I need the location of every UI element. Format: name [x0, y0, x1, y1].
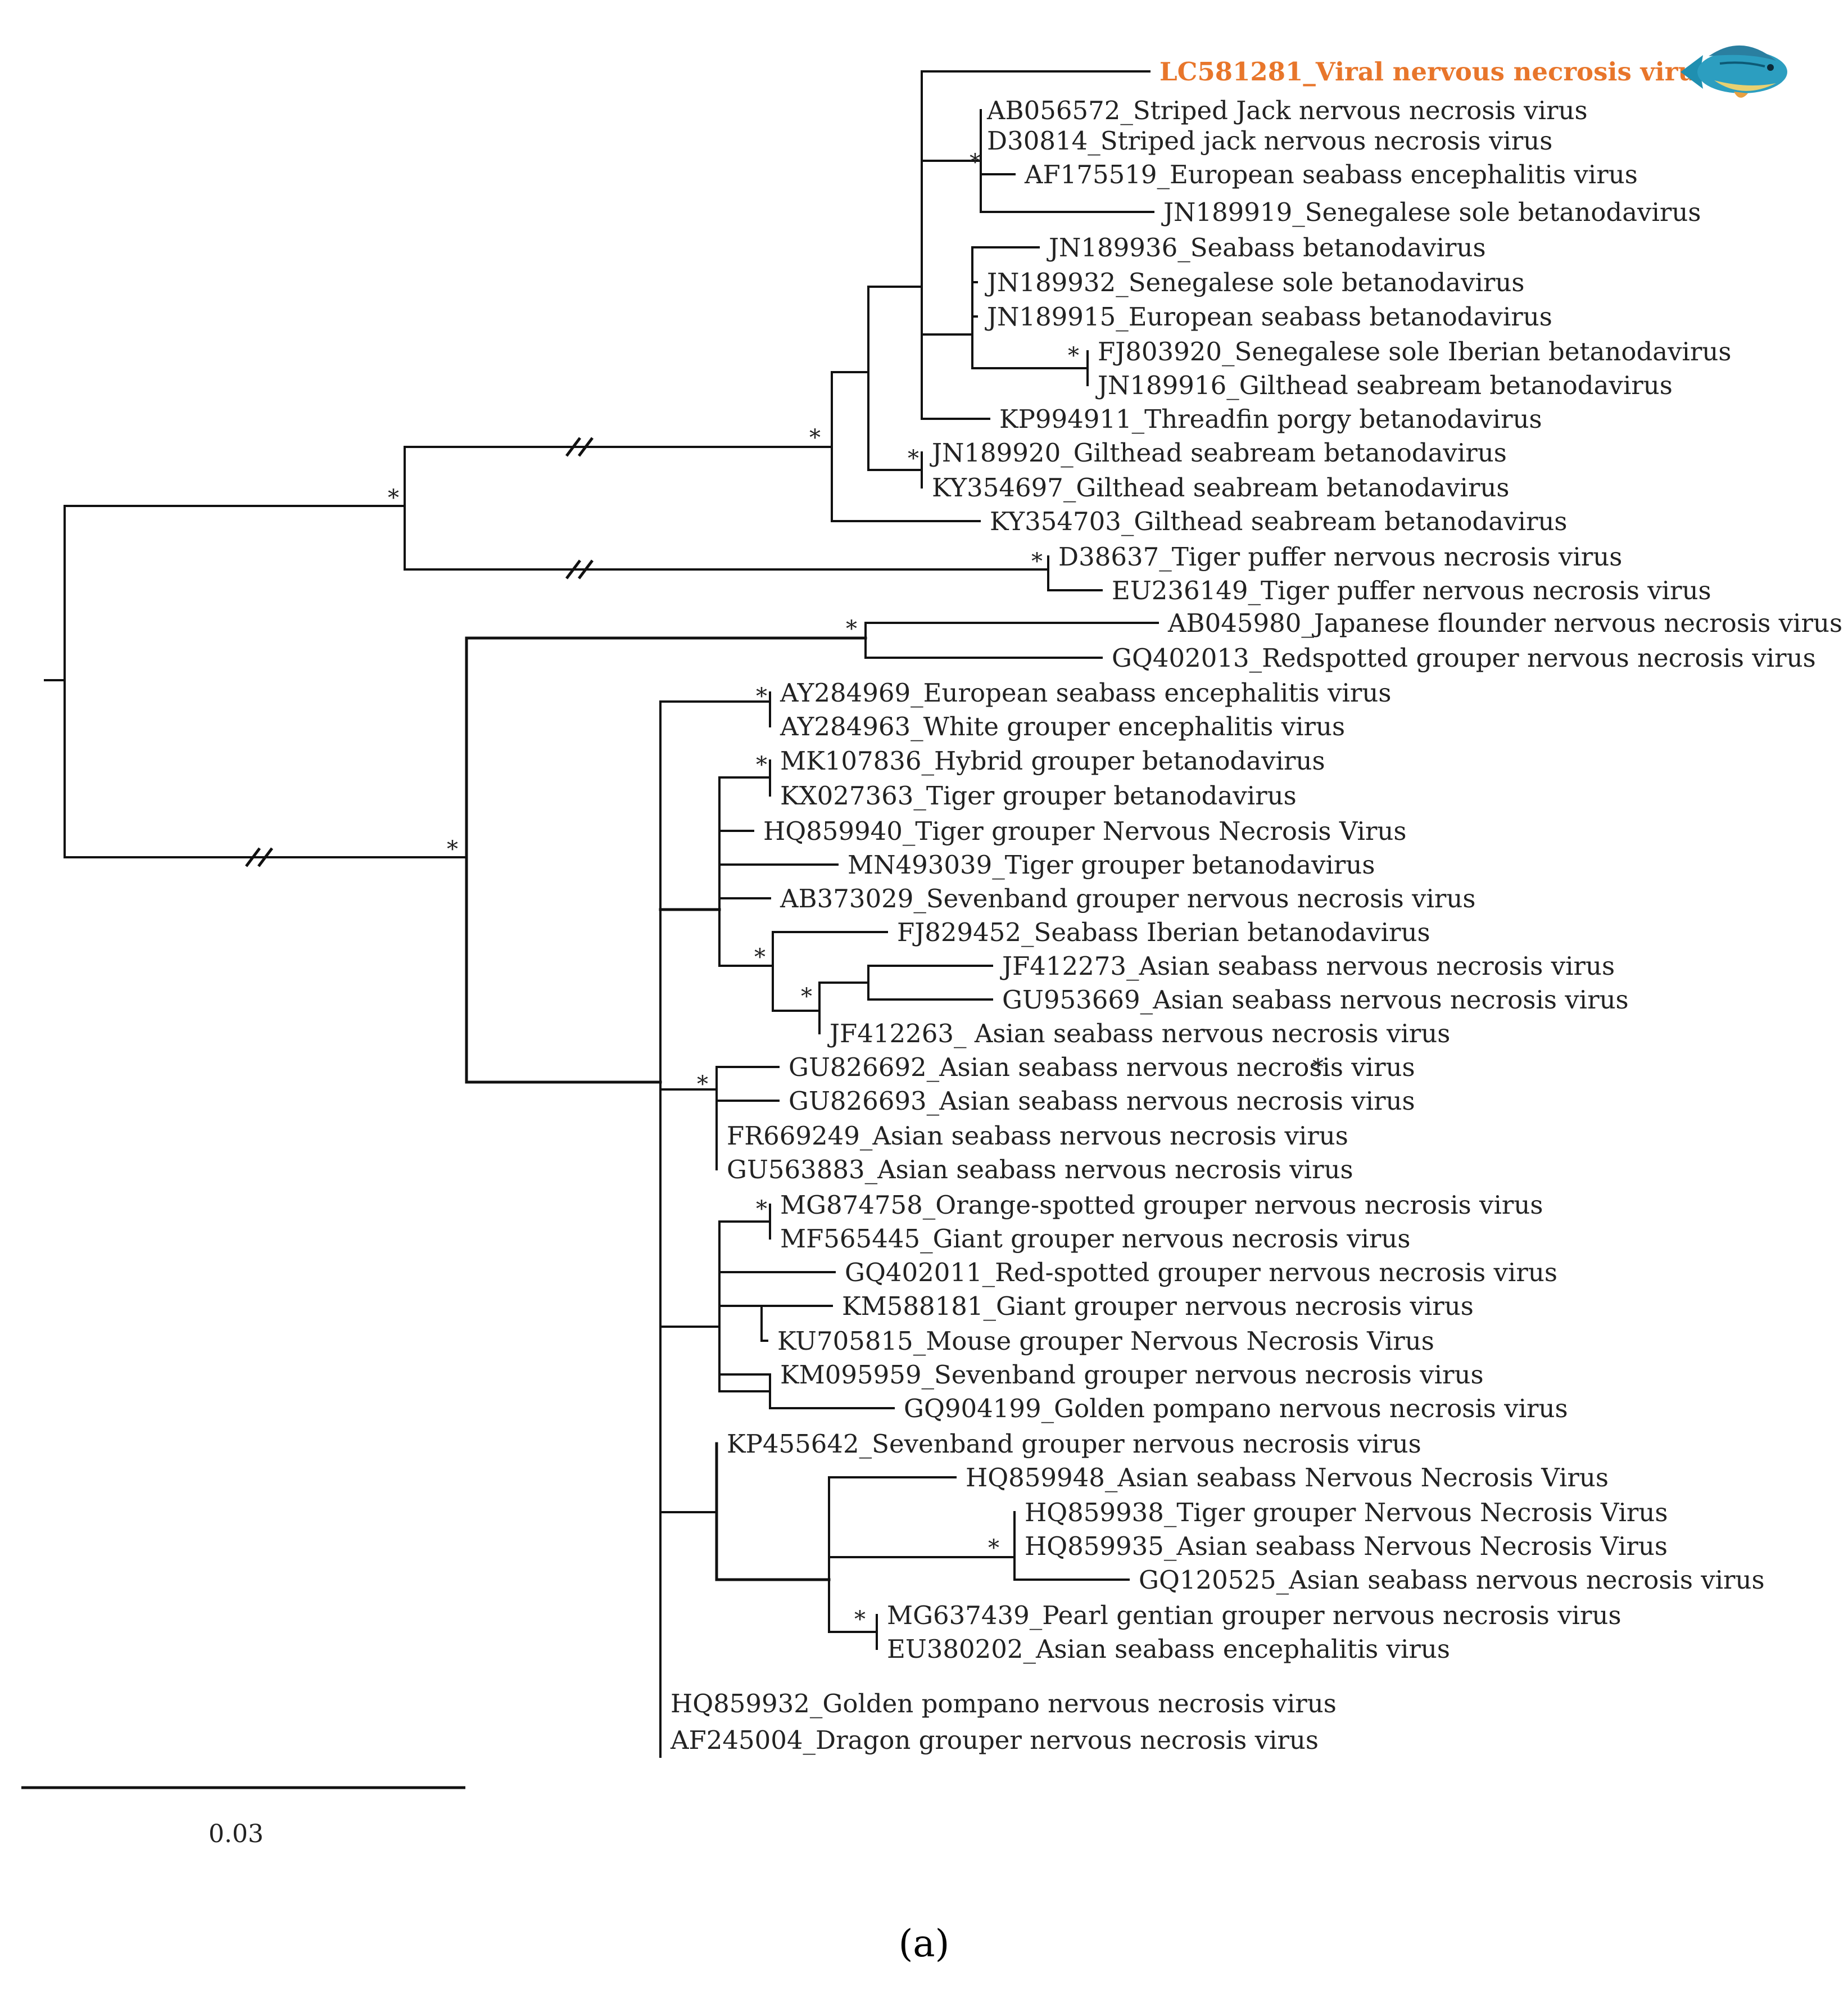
leaf-label-l4: AF175519_European seabass encephalitis v…	[1024, 160, 1638, 189]
support-star-15: *	[988, 1535, 999, 1561]
leaf-label-l28: GU953669_Asian seabass nervous necrosis …	[1002, 985, 1629, 1015]
leaf-label-l14: KY354703_Gilthead seabream betanodavirus	[990, 506, 1568, 536]
support-star-9: *	[756, 684, 767, 709]
leaf-label-l18: GQ402013_Redspotted grouper nervous necr…	[1112, 643, 1816, 673]
support-star-5: *	[908, 446, 919, 472]
support-star-2: *	[809, 425, 821, 451]
leaf-label-l42: HQ859948_Asian seabass Nervous Necrosis …	[966, 1463, 1609, 1493]
support-star-16: *	[854, 1607, 866, 1632]
leaf-label-l44: HQ859935_Asian seabass Nervous Necrosis …	[1025, 1531, 1668, 1561]
leaf-label-l8: JN189915_European seabass betanodavirus	[985, 302, 1552, 332]
break-mark-3	[257, 847, 273, 867]
leaf-label-l43: HQ859938_Tiger grouper Nervous Necrosis …	[1025, 1498, 1668, 1527]
support-star-10: *	[756, 752, 767, 778]
support-star-4: *	[1068, 343, 1079, 369]
leaf-label-l9: FJ803920_Senegalese sole Iberian betanod…	[1098, 337, 1732, 367]
leaf-label-l46: MG637439_Pearl gentian grouper nervous n…	[887, 1600, 1621, 1630]
leaf-label-l38: KU705815_Mouse grouper Nervous Necrosis …	[777, 1326, 1434, 1356]
leaf-label-l11: KP994911_Threadfin porgy betanodavirus	[999, 404, 1542, 434]
leaf-label-l33: GU563883_Asian seabass nervous necrosis …	[727, 1155, 1353, 1184]
leaf-label-l10: JN189916_Gilthead seabream betanodavirus	[1095, 370, 1673, 400]
leaf-label-l41: KP455642_Sevenband grouper nervous necro…	[727, 1429, 1421, 1459]
leaf-label-l13: KY354697_Gilthead seabream betanodavirus	[932, 473, 1510, 503]
fish-icon	[1681, 45, 1787, 98]
leaf-label-l20: AY284963_White grouper encephalitis viru…	[780, 712, 1345, 741]
leaf-label-l3: D30814_Striped jack nervous necrosis vir…	[987, 126, 1552, 156]
scale-bar-label: 0.03	[209, 1820, 264, 1848]
leaf-label-l31: GU826693_Asian seabass nervous necrosis …	[789, 1086, 1415, 1116]
leaf-label-l35: MF565445_Giant grouper nervous necrosis …	[780, 1224, 1410, 1254]
support-star-11: *	[754, 944, 766, 970]
leaf-label-l1: LC581281_Viral nervous necrosis virus	[1159, 57, 1711, 87]
branch-break-marks	[245, 437, 594, 867]
leaf-label-l7: JN189932_Senegalese sole betanodavirus	[985, 268, 1524, 297]
leaf-label-l49: AF245004_Dragon grouper nervous necrosis…	[670, 1725, 1319, 1755]
leaf-label-l19: AY284969_European seabass encephalitis v…	[780, 678, 1391, 708]
break-mark-3	[245, 847, 261, 867]
leaf-label-l47: EU380202_Asian seabass encephalitis viru…	[887, 1634, 1450, 1664]
bootstrap-support-marks: * * * * * * * * * * * * * * * * *	[388, 150, 1324, 1632]
panel-label: (a)	[899, 1922, 950, 1965]
leaf-label-l15: D38637_Tiger puffer nervous necrosis vir…	[1058, 542, 1622, 572]
leaf-label-l21: MK107836_Hybrid grouper betanodavirus	[780, 746, 1325, 776]
leaf-label-l16: EU236149_Tiger puffer nervous necrosis v…	[1112, 576, 1711, 605]
leaf-label-l17: AB045980_Japanese flounder nervous necro…	[1167, 608, 1842, 638]
leaf-label-l34: MG874758_Orange-spotted grouper nervous …	[780, 1190, 1543, 1220]
leaf-label-l40: GQ904199_Golden pompano nervous necrosis…	[904, 1394, 1568, 1423]
leaf-label-l24: MN493039_Tiger grouper betanodavirus	[848, 850, 1375, 880]
break-mark-1	[578, 437, 594, 457]
support-star-1: *	[970, 150, 981, 175]
leaf-label-l29: JF412263_ Asian seabass nervous necrosis…	[827, 1019, 1450, 1048]
support-star-12: *	[801, 984, 812, 1010]
support-star-3: *	[388, 485, 399, 511]
leaf-label-l6: JN189936_Seabass betanodavirus	[1047, 233, 1486, 263]
leaf-label-l36: GQ402011_Red-spotted grouper nervous nec…	[845, 1258, 1557, 1287]
leaf-label-l12: JN189920_Gilthead seabream betanodavirus	[930, 438, 1507, 468]
leaf-label-l2: AB056572_Striped Jack nervous necrosis v…	[986, 96, 1588, 125]
leaf-label-l48: HQ859932_Golden pompano nervous necrosis…	[671, 1689, 1337, 1718]
tree-branches	[44, 70, 1159, 1758]
support-star-stray: *	[1312, 1055, 1324, 1080]
break-mark-1	[565, 437, 581, 457]
leaf-label-l5: JN189919_Senegalese sole betanodavirus	[1161, 197, 1701, 227]
leaf-label-l25: AB373029_Sevenband grouper nervous necro…	[780, 884, 1475, 913]
support-star-8: *	[447, 836, 458, 862]
leaf-label-l22: KX027363_Tiger grouper betanodavirus	[780, 781, 1297, 811]
leaf-label-l45: GQ120525_Asian seabass nervous necrosis …	[1139, 1565, 1765, 1595]
leaf-label-l39: KM095959_Sevenband grouper nervous necro…	[780, 1360, 1484, 1390]
support-star-7: *	[846, 616, 857, 642]
break-mark-2	[565, 559, 581, 580]
leaf-label-l26: FJ829452_Seabass Iberian betanodavirus	[897, 917, 1430, 947]
leaf-label-l37: KM588181_Giant grouper nervous necrosis …	[842, 1291, 1474, 1321]
leaf-label-l23: HQ859940_Tiger grouper Nervous Necrosis …	[763, 816, 1407, 846]
leaf-label-l32: FR669249_Asian seabass nervous necrosis …	[727, 1121, 1348, 1151]
leaf-label-l27: JF412273_Asian seabass nervous necrosis …	[1000, 951, 1615, 981]
support-star-14: *	[756, 1196, 767, 1222]
leaf-label-l30: GU826692_Asian seabass nervous necrosis …	[789, 1052, 1415, 1082]
support-star-6: *	[1031, 549, 1043, 575]
leaf-labels: LC581281_Viral nervous necrosis virusAB0…	[670, 57, 1842, 1755]
support-star-13: *	[697, 1071, 708, 1097]
break-mark-2	[578, 559, 594, 580]
